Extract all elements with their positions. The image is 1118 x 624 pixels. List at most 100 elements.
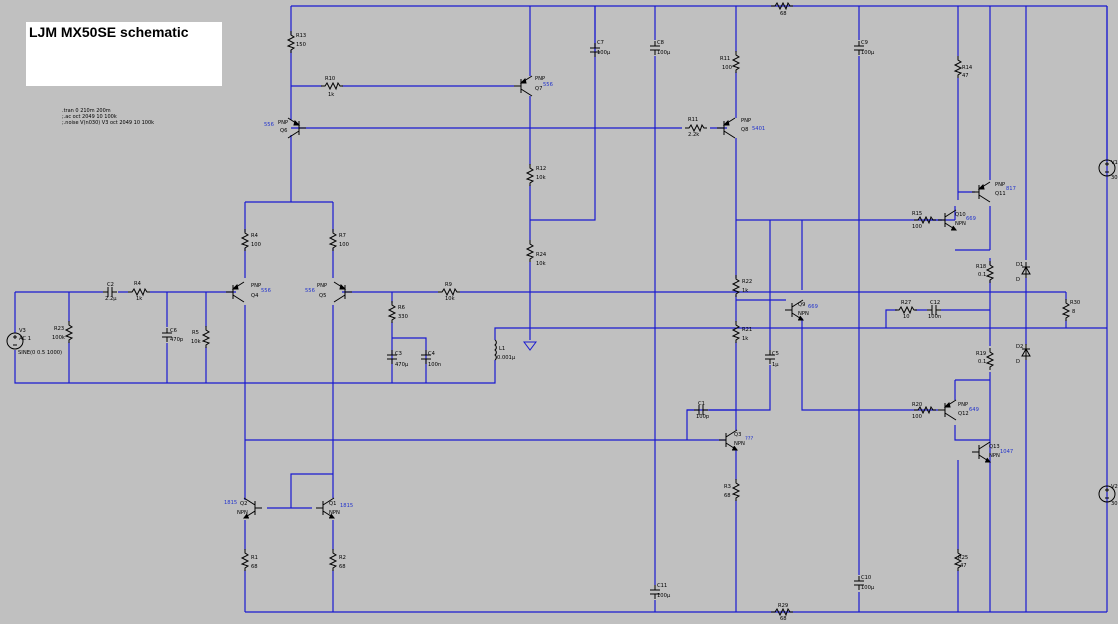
part-label: 1µ [772,362,779,368]
part-label: Q9 [798,302,805,308]
part-label: R29 [778,603,788,609]
part-label: Q4 [251,293,259,299]
part-label: R9 [445,282,452,288]
part-label: R21 [742,327,752,333]
part-label: 470µ [395,362,409,368]
part-label: PNP [317,283,327,289]
part-label: 100n [428,362,441,368]
part-label: 100 [912,224,922,230]
part-label: 100 [339,242,349,248]
part-label: Q8 [741,127,748,133]
part-label: 100µ [861,585,875,591]
part-label: V2 [1111,484,1118,490]
transistor-symbols [225,75,991,519]
part-label: PNP [535,76,545,82]
part-label: 10k [536,261,546,267]
part-label: V3 [19,328,26,334]
part-label: NPN [955,221,966,227]
part-label: 556 [543,82,553,88]
part-label: PNP [278,120,288,126]
sim-directive-noise: ;.noise V(n030) V3 oct 2049 10 100k [62,120,155,126]
sim-directive-tran: .tran 0 210m 200m [62,108,111,114]
resistor-symbols [65,2,1070,616]
part-label: R30 [1070,300,1080,306]
sim-directive-ac: ;.ac oct 2049 10 100k [62,114,117,120]
part-label: 817 [1006,186,1016,192]
part-label: R3 [724,484,731,490]
part-label: D [1016,277,1020,283]
part-label: 556 [261,288,271,294]
part-label: C1 [698,401,705,407]
part-label: 1k [328,92,334,98]
part-label: 8 [1072,309,1075,315]
part-label: 100p [696,414,710,420]
part-label: Q6 [280,128,287,134]
part-label: 30 [1111,501,1118,507]
part-label: PNP [958,402,968,408]
part-label: 1k [742,288,748,294]
part-label: R25 [958,555,968,561]
part-label: Q2 [240,501,247,507]
part-label: 68 [724,493,731,499]
part-label: NPN [237,510,248,516]
part-label: NPN [989,453,1000,459]
part-label: 649 [969,407,979,413]
part-label: 556 [264,122,274,128]
part-label: D [1016,359,1020,365]
part-label: 100 [722,65,732,71]
part-label: R11 [720,56,730,62]
part-label: R19 [976,351,986,357]
part-label: 0.1 [978,359,986,365]
part-label: 100µ [657,50,671,56]
part-label: 669 [808,304,818,310]
part-label: 100 [251,242,261,248]
part-label: C11 [657,583,667,589]
part-label: R20 [912,402,922,408]
part-label: R1 [251,555,258,561]
part-label: C6 [170,328,177,334]
part-label: 100µ [597,50,611,56]
part-label: 30 [1111,175,1118,181]
label-r13: R13 [296,33,306,39]
part-label: R7 [339,233,346,239]
part-label: Q11 [995,191,1006,197]
part-label: L1 [499,346,505,352]
part-label: AC 1 [19,336,31,342]
part-label: R12 [536,166,546,172]
part-label: 330 [398,314,408,320]
part-label: NPN [798,311,809,317]
part-label: 1815 [340,503,353,509]
part-label: Q10 [955,212,966,218]
part-label: 150 [296,42,306,48]
part-label: C4 [428,351,436,357]
part-label: 100 [912,414,922,420]
part-label: PNP [741,118,751,124]
part-label: C10 [861,575,871,581]
part-label: C7 [597,40,604,46]
part-label: C2 [107,282,114,288]
part-label: R14 [962,65,973,71]
part-label: 68 [339,564,346,570]
part-label: R10 [325,76,335,82]
title-box: LJM MX50SE schematic [26,22,222,86]
part-label: 1815 [224,500,237,506]
part-label: 556 [305,288,315,294]
part-label: NPN [734,441,745,447]
part-label: R6 [398,305,405,311]
part-label: Q5 [319,293,326,299]
part-label: 100k [52,335,65,341]
part-label: R23 [54,326,64,332]
part-label: V1 [1111,160,1118,166]
part-label: D2 [1016,344,1023,350]
part-label: 100n [928,314,941,320]
wires [14,5,1108,613]
part-label: R5 [192,330,199,336]
part-label: Q12 [958,411,969,417]
part-label: R24 [536,252,547,258]
part-label: 1k [742,336,748,342]
part-label: 1k [136,296,142,302]
part-label: 10k [536,175,546,181]
part-label: 47 [962,73,969,79]
part-label: C5 [772,351,779,357]
